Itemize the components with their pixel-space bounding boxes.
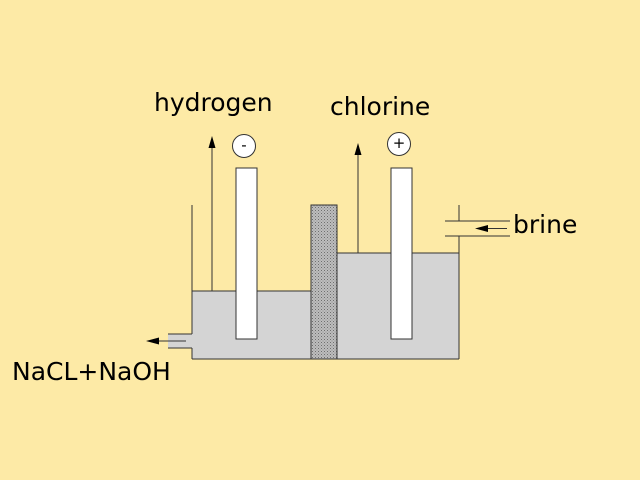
chlorine-arrow-icon <box>354 143 362 155</box>
chlorine-label: chlorine <box>330 92 431 121</box>
hydrogen-label: hydrogen <box>154 88 273 117</box>
membrane <box>310 204 338 360</box>
brine-arrow-icon <box>475 225 488 232</box>
cathode-sign: - <box>232 134 256 158</box>
outlet-arrow-icon <box>146 337 159 345</box>
outlet-pipe <box>168 333 192 349</box>
brine-label: brine <box>513 210 578 239</box>
cathode <box>235 167 258 340</box>
anode-sign: + <box>387 132 411 156</box>
brine-inlet-pipe <box>445 205 510 253</box>
outlet-label: NaCL+NaOH <box>12 357 171 386</box>
hydrogen-arrow-icon <box>208 136 216 148</box>
anode <box>390 167 413 340</box>
